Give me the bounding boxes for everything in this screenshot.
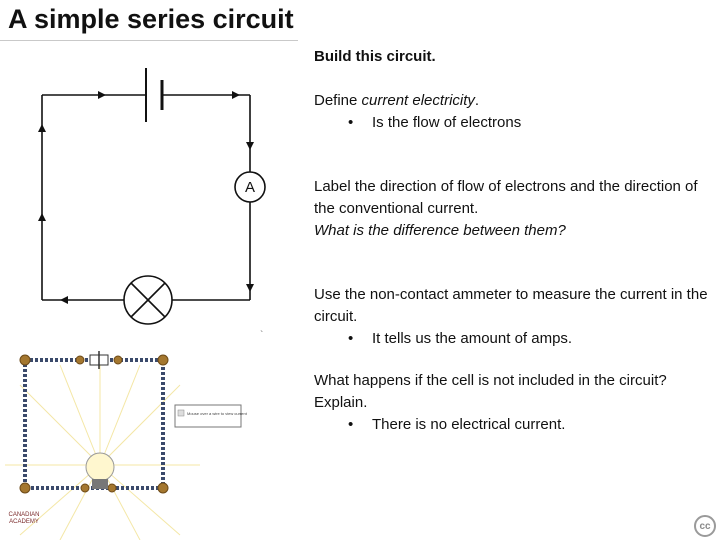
sim-note-text: Mouse over a wire to view current xyxy=(187,411,248,416)
arrow-bottom-left xyxy=(60,296,68,304)
bullet-dot: • xyxy=(348,330,354,347)
series-circuit-diagram: A xyxy=(38,68,266,325)
cell-question-text: What happens if the cell is not included… xyxy=(314,372,667,411)
canadian-academy-logo: CANADIAN ACADEMY xyxy=(2,512,46,526)
sim-note-box xyxy=(174,404,242,428)
cell-answer: • There is no electrical current. xyxy=(314,414,714,436)
arrow-left-upper xyxy=(38,124,46,132)
label-question-italic: What is the difference between them? xyxy=(314,222,566,239)
slide-title: A simple series circuit xyxy=(8,4,294,34)
define-answer-text: Is the flow of electrons xyxy=(372,114,522,131)
arrow-right-upper xyxy=(246,142,254,150)
arrow-top-right xyxy=(232,91,240,99)
ammeter-symbol xyxy=(234,171,266,203)
arrow-right-lower xyxy=(246,284,254,292)
circuit-simulation-image: Mouse over a wire to view current xyxy=(5,351,248,540)
define-question: Define current electricity. • Is the flow… xyxy=(314,90,714,134)
cell-answer-text: There is no electrical current. xyxy=(372,416,566,433)
build-instruction: Build this circuit. xyxy=(314,48,436,65)
title-divider xyxy=(0,40,298,41)
sim-bulb xyxy=(85,452,115,482)
bullet-dot: • xyxy=(348,416,354,433)
label-question-text: Label the direction of flow of electrons… xyxy=(314,178,698,217)
logo-line1: CANADIAN xyxy=(8,512,40,518)
questions-panel: Build this circuit. Define current elect… xyxy=(314,46,714,433)
logo-line2: ACADEMY xyxy=(9,519,39,525)
stray-mark: ` xyxy=(260,330,264,341)
ammeter-question-text: Use the non-contact ammeter to measure t… xyxy=(314,286,708,325)
cc-icon: cc xyxy=(694,515,716,537)
ammeter-label: A xyxy=(245,179,255,196)
bullet-dot: • xyxy=(348,114,354,131)
arrow-left-lower xyxy=(38,213,46,221)
ammeter-answer-text: It tells us the amount of amps. xyxy=(372,330,573,347)
label-question: Label the direction of flow of electrons… xyxy=(314,176,714,242)
define-answer: • Is the flow of electrons xyxy=(314,112,714,134)
cell-question: What happens if the cell is not included… xyxy=(314,370,714,436)
arrow-top-left xyxy=(98,91,106,99)
define-suffix: . xyxy=(474,92,480,109)
ammeter-question: Use the non-contact ammeter to measure t… xyxy=(314,284,714,350)
ammeter-answer: • It tells us the amount of amps. xyxy=(314,328,714,350)
define-prefix: Define xyxy=(314,92,362,109)
define-term: current electricity xyxy=(361,92,475,109)
